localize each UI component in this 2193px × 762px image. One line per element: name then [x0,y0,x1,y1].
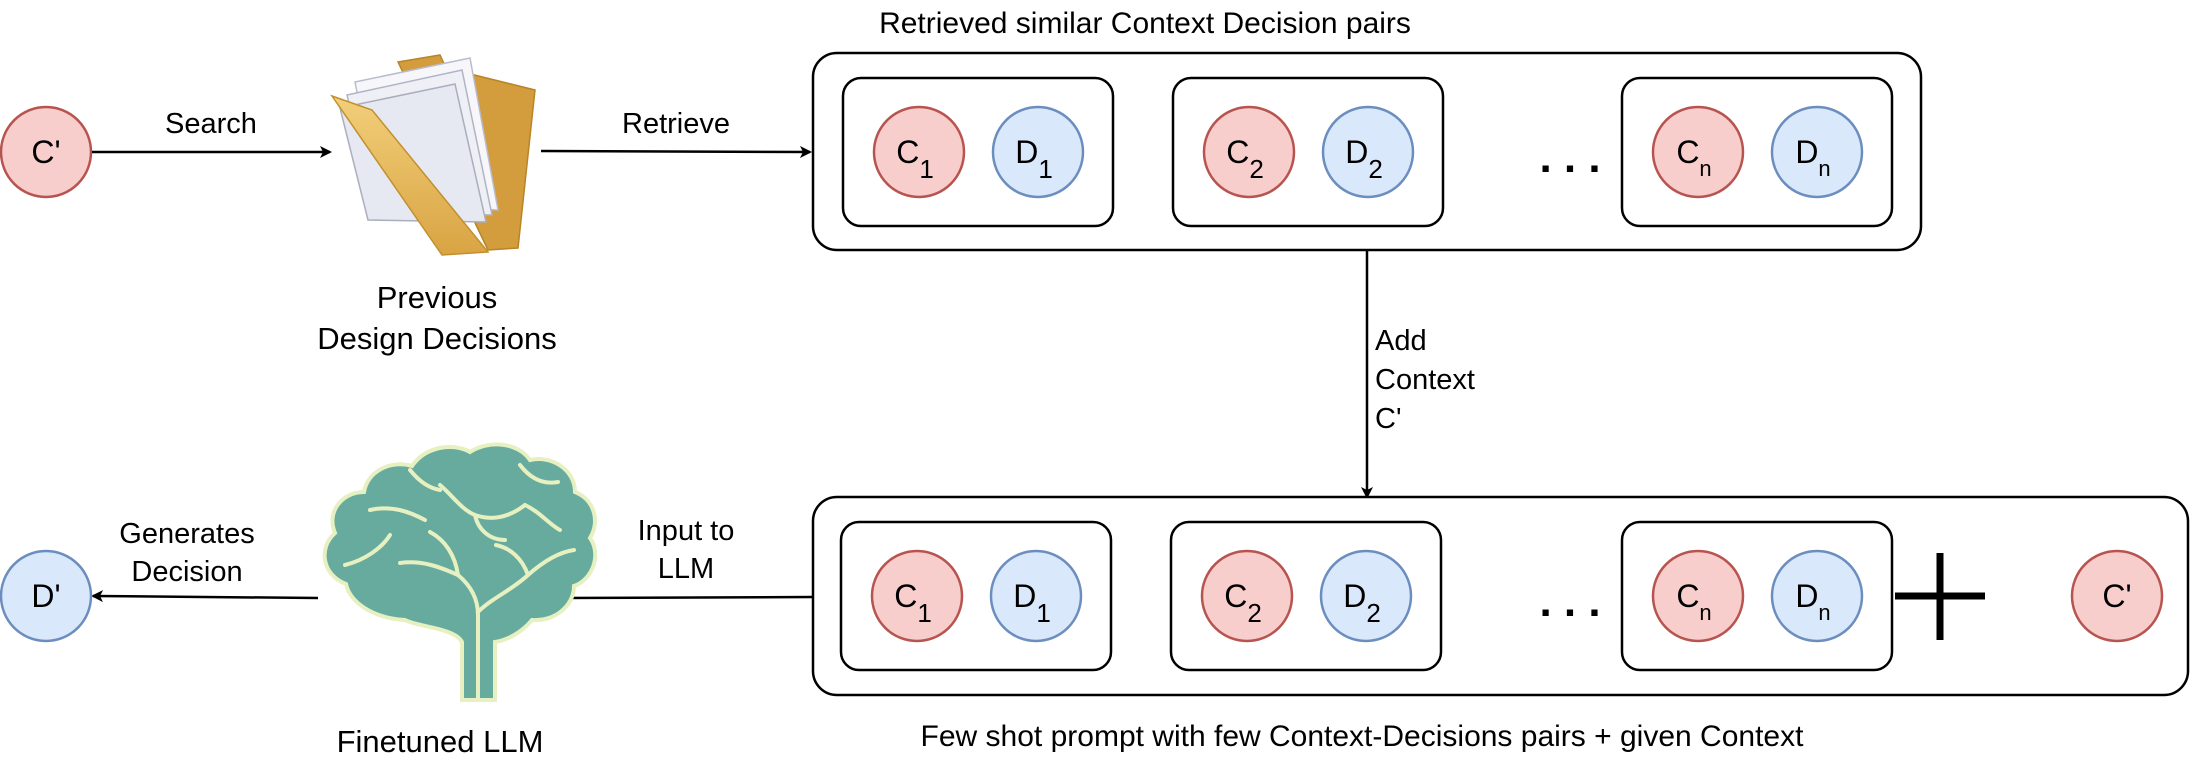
retrieved-decision-node-2: D2 [1321,105,1415,199]
prompt-decision-node-3: Dn [1770,549,1864,643]
generates-arrow [91,590,319,603]
retrieved-decision-label-1: D1 [1015,134,1053,184]
folder-icon [330,54,536,256]
brain-icon [322,442,598,702]
folder-label-line2: Design Decisions [317,321,557,356]
prompt-query-context-label: C' [2102,578,2131,614]
output-decision-node: D' [0,549,93,643]
prompt-title: Few shot prompt with few Context-Decisio… [921,720,1805,753]
add-context-line3: C' [1375,403,1401,435]
prompt-pair-2: C2 D2 [1169,520,1443,672]
input-label-line1: Input to [638,515,735,547]
prompt-decision-node-2: D2 [1319,549,1413,643]
output-decision-label: D' [31,578,60,614]
prompt-decision-label-2: D2 [1343,578,1381,628]
search-label: Search [165,108,257,140]
prompt-query-context-node: C' [2070,549,2164,643]
retrieved-context-node-2: C2 [1202,105,1296,199]
retrieved-decision-label-3: Dn [1795,134,1830,181]
retrieved-pair-2: C2 D2 [1171,76,1445,228]
retrieved-decision-node-3: Dn [1770,105,1864,199]
add-context-line1: Add [1375,325,1427,357]
prompt-context-label-1: C1 [894,578,932,628]
prompt-context-node-1: C1 [870,549,964,643]
prompt-context-node-3: Cn [1651,549,1745,643]
retrieved-context-label-3: Cn [1676,134,1711,181]
ellipsis-top: . . . [1539,133,1600,182]
retrieved-context-label-2: C2 [1226,134,1264,184]
llm-label: Finetuned LLM [337,724,544,759]
retrieved-pair-1: C1 D1 [841,76,1115,228]
ellipsis-bottom: . . . [1539,577,1600,626]
prompt-context-label-2: C2 [1224,578,1262,628]
prompt-context-label-3: Cn [1676,578,1711,625]
plus-sign [1895,553,1985,640]
query-context-node: C' [0,105,93,199]
prompt-pairs-row: C1 D1 C2 D2 Cn Dn [839,520,1894,672]
prompt-decision-label-1: D1 [1013,578,1051,628]
generates-label-line1: Generates [119,518,254,550]
retrieved-pairs-row: C1 D1 C2 D2 Cn Dn [841,76,1894,228]
add-context-line2: Context [1375,364,1475,396]
query-context-label: C' [31,134,60,170]
retrieved-pair-3: Cn Dn [1620,76,1894,228]
retrieve-label: Retrieve [622,108,730,140]
retrieve-arrow [540,145,812,158]
prompt-decision-node-1: D1 [989,549,1083,643]
folder-label-line1: Previous [377,280,498,315]
retrieved-title: Retrieved similar Context Decision pairs [879,7,1411,40]
retrieved-decision-node-1: D1 [991,105,1085,199]
prompt-context-node-2: C2 [1200,549,1294,643]
input-arrow [557,591,814,604]
generates-label-line2: Decision [131,556,242,588]
prompt-decision-label-3: Dn [1795,578,1830,625]
retrieved-context-node-1: C1 [872,105,966,199]
retrieved-context-label-1: C1 [896,134,934,184]
prompt-pair-3: Cn Dn [1620,520,1894,672]
prompt-pair-1: C1 D1 [839,520,1113,672]
retrieved-context-node-3: Cn [1651,105,1745,199]
input-label-line2: LLM [658,553,714,585]
retrieved-decision-label-2: D2 [1345,134,1383,184]
